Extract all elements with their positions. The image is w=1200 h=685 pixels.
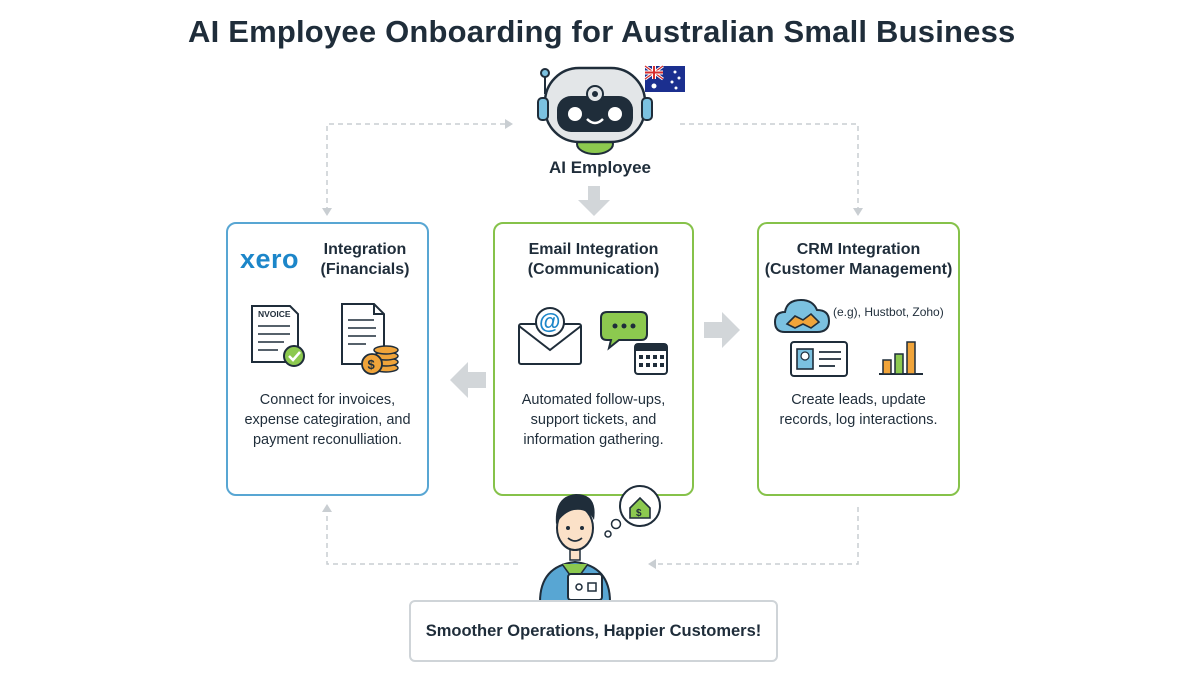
invoice-label: NVOICE — [258, 309, 291, 319]
email-desc-line3: information gathering. — [523, 432, 664, 448]
arrowhead-left-bottom — [648, 559, 656, 569]
connector-xero-to-user — [326, 507, 520, 565]
email-desc-line1: Automated follow-ups, — [521, 392, 666, 408]
email-title-line1: Email Integration — [528, 241, 659, 258]
xero-desc-line1: Connect for invoices, — [259, 392, 396, 408]
arrowhead-down-left — [322, 208, 332, 216]
svg-text:@: @ — [539, 309, 560, 334]
crm-title-line2: (Customer Management) — [764, 261, 953, 278]
xero-card-description: Connect for invoices, expense categirati… — [236, 390, 419, 450]
xero-card-title: Integration (Financials) — [310, 240, 420, 280]
ai-employee-label: AI Employee — [548, 158, 652, 177]
cloud-handshake-icon — [773, 298, 831, 333]
xero-desc-line2: expense categiration, and — [244, 412, 411, 428]
email-title-line2: (Communication) — [527, 261, 660, 278]
crm-integration-card: CRM Integration (Customer Management) (e… — [757, 222, 960, 496]
house-dollar-icon — [629, 496, 651, 519]
envelope-at-icon: @ — [518, 307, 582, 365]
crm-title-line1: CRM Integration — [796, 241, 921, 258]
robot-icon — [537, 66, 653, 155]
big-arrow-down — [578, 186, 610, 216]
big-arrow-right — [704, 312, 740, 348]
connector-robot-to-xero — [326, 123, 505, 210]
svg-text:$: $ — [368, 357, 376, 372]
page-title: AI Employee Onboarding for Australian Sm… — [188, 14, 1016, 49]
crm-examples-text: (e.g), Hustbot, Zoho) — [833, 305, 944, 319]
email-desc-line2: support tickets, and — [530, 412, 657, 428]
email-card-description: Automated follow-ups, support tickets, a… — [503, 390, 684, 450]
crm-card-title: CRM Integration (Customer Management) — [759, 240, 958, 280]
xero-logo: xero — [240, 244, 300, 274]
email-integration-card: Email Integration (Communication) @ Auto… — [493, 222, 694, 496]
invoice-check-icon: NVOICE — [251, 305, 305, 367]
xero-title-line2: (Financials) — [320, 261, 410, 278]
big-arrow-left — [450, 362, 486, 398]
business-owner-icon: $ — [538, 485, 661, 603]
crm-desc-line2: records, log interactions. — [779, 412, 938, 428]
xero-title-line1: Integration — [323, 241, 407, 258]
outcome-banner: Smoother Operations, Happier Customers! — [409, 600, 778, 662]
invoice-coins-icon: $ — [341, 303, 399, 375]
connector-crm-to-user — [655, 507, 859, 565]
xero-desc-line3: payment reconulliation. — [252, 432, 403, 448]
crm-desc-line1: Create leads, update — [791, 392, 926, 408]
chat-calendar-icon — [600, 311, 668, 375]
arrowhead-down-right — [853, 208, 863, 216]
svg-text:$: $ — [636, 508, 642, 519]
arrowhead-up-left — [322, 504, 332, 512]
arrowhead-right — [505, 119, 513, 129]
connector-robot-to-crm — [680, 123, 859, 210]
contact-card-icon — [790, 341, 848, 377]
bar-chart-icon — [879, 341, 923, 375]
email-card-title: Email Integration (Communication) — [495, 240, 692, 280]
australia-flag-icon — [644, 64, 685, 92]
crm-card-description: Create leads, update records, log intera… — [767, 390, 950, 430]
xero-integration-card: xero Integration (Financials) NVOICE $ C… — [226, 222, 429, 496]
